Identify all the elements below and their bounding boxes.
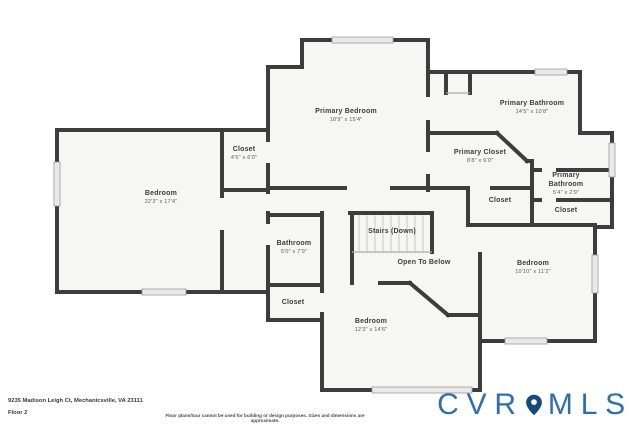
room-name: Stairs (Down) [368, 228, 416, 235]
room-label: Open To Below [397, 259, 450, 268]
room-name: Primary Bathroom [499, 100, 565, 107]
room-label: Closet [282, 299, 305, 308]
room-dimensions: 5'0" x 7'9" [280, 248, 308, 255]
room-name: Open To Below [397, 259, 451, 266]
room-name: Bedroom [516, 260, 550, 267]
property-address: 9235 Madison Leigh Ct, Mechanicsville, V… [8, 398, 143, 404]
room-label: Closet [489, 197, 512, 206]
stair-treads [358, 215, 424, 251]
floor-outline [55, 38, 614, 392]
room-name: Primary Bathroom [548, 172, 584, 188]
room-label: Stairs (Down) [368, 228, 416, 237]
room-dimensions: 8'8" x 6'0" [466, 157, 494, 164]
room-dimensions: 12'3" x 14'6" [354, 326, 388, 333]
logo-text-right: MLS [547, 388, 633, 421]
room-dimensions: 10'10" x 11'2" [515, 268, 551, 275]
room-dimensions: 14'5" x 10'8" [515, 108, 549, 115]
room-name: Closet [488, 197, 512, 204]
room-label: Closet [555, 207, 578, 216]
room-name: Bathroom [276, 240, 312, 247]
room-name: Closet [232, 146, 256, 153]
room-name: Closet [554, 207, 578, 214]
room-dimensions: 22'3" x 17'4" [144, 198, 178, 205]
room-dimensions: 4'5" x 6'0" [230, 154, 258, 161]
map-pin-icon [526, 394, 542, 416]
cvrmls-logo: CVR MLS [437, 390, 633, 420]
disclaimer-text: Floor plans/tour cannot be used for buil… [165, 413, 365, 423]
interior-walls [220, 38, 614, 392]
logo-text-left: CVR [437, 388, 524, 421]
room-dimensions: 18'9" x 15'4" [329, 116, 363, 123]
room-dimensions: 5'4" x 2'9" [552, 189, 580, 196]
room-name: Bedroom [354, 318, 388, 325]
room-name: Primary Bedroom [315, 108, 377, 115]
windows [53, 36, 616, 394]
room-name: Closet [281, 299, 305, 306]
room-name: Bedroom [144, 190, 178, 197]
room-name: Primary Closet [453, 149, 507, 156]
thin-edges [352, 92, 470, 253]
floor-label: Floor 2 [8, 410, 28, 416]
